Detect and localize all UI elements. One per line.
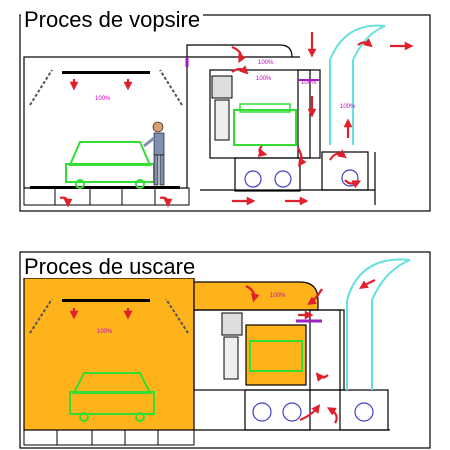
duct-airflow-label: 100% (258, 60, 274, 66)
blower-fan-icon (244, 389, 311, 431)
booth-light-icon (29, 298, 189, 334)
floor-grating (23, 429, 195, 446)
booth-light-icon (62, 299, 150, 302)
floor-bar (30, 186, 180, 189)
red-flow-arrow (59, 32, 414, 208)
blower-fan-icon (339, 389, 389, 431)
drying-process-panel: Proces de uscare 100% 100% (0, 245, 450, 450)
booth-light-icon (29, 69, 183, 106)
blower-fan-icon (321, 151, 369, 191)
plenum-airflow-label: 100% (256, 76, 272, 82)
exhaust-stack (329, 24, 386, 145)
blower-fan-icon (234, 157, 301, 192)
red-flow-arrow (69, 278, 376, 424)
top-duct (186, 44, 293, 58)
car-icon (65, 141, 155, 189)
painter-figure-icon (143, 121, 165, 186)
heat-exchanger-icon (233, 109, 297, 146)
painting-process-diagram: 100% 100% 100% 100% 100% (19, 14, 431, 212)
drying-process-diagram: 100% 100% (19, 251, 431, 449)
car-icon (69, 372, 155, 422)
frame (19, 14, 431, 212)
stack-airflow-label: 100% (340, 104, 356, 110)
heat-exchanger-icon (245, 324, 307, 386)
duct-airflow-label: 100% (270, 293, 286, 299)
painting-process-panel: Proces de vopsire 100% 100% (0, 0, 450, 220)
exhaust-stack (346, 258, 411, 390)
booth-airflow-label: 100% (95, 96, 111, 102)
painting-process-title: Proces de vopsire (21, 9, 204, 31)
floor-grating (23, 187, 190, 206)
heated-top-duct (193, 281, 319, 311)
booth-light-icon (62, 71, 150, 74)
frame (19, 251, 431, 449)
burner-unit-icon (211, 75, 233, 99)
drying-process-title: Proces de uscare (21, 256, 199, 278)
burner-unit-icon (221, 312, 243, 336)
heated-booth (23, 277, 195, 431)
booth-airflow-label: 100% (97, 329, 113, 335)
filter-airflow-label: 100% (301, 80, 317, 86)
